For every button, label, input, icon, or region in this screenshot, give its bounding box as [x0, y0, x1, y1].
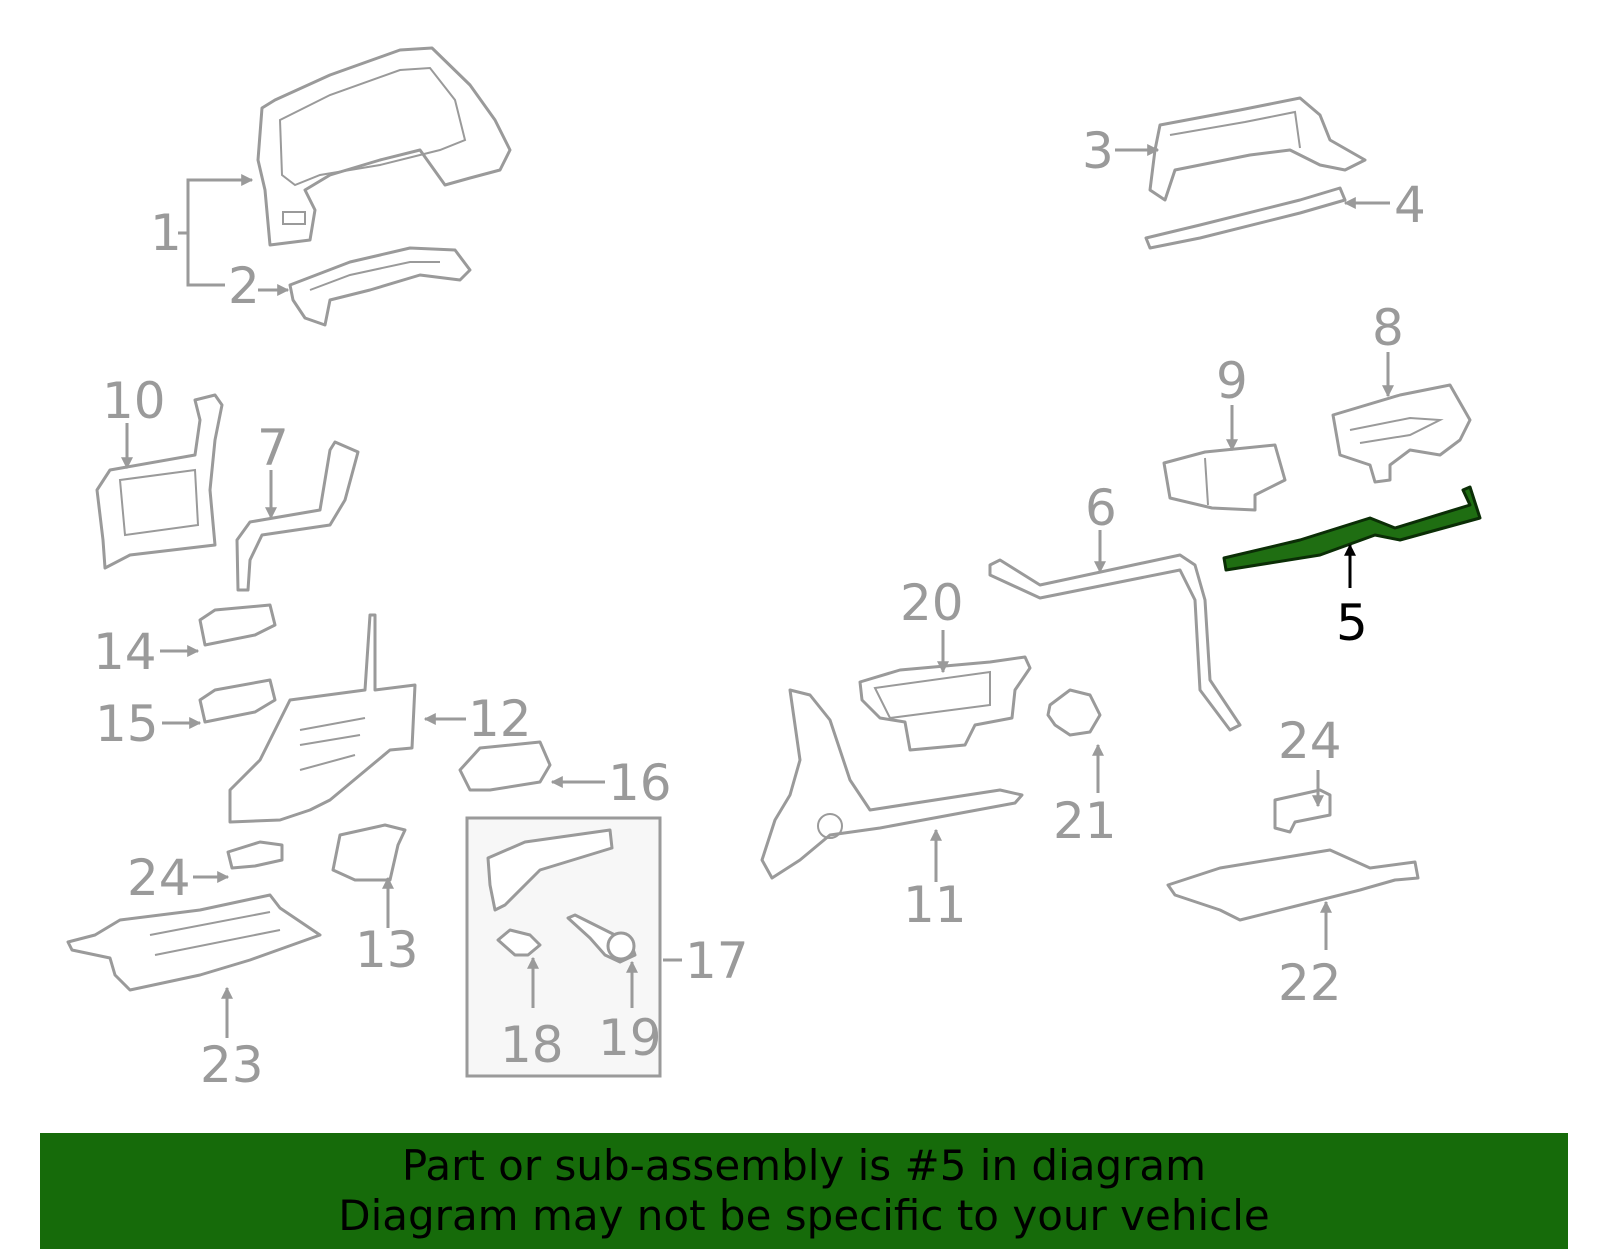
callout-6: 6 — [1085, 479, 1117, 537]
callout-24-upper: 24 — [1278, 712, 1342, 770]
banner-line-2: Diagram may not be specific to your vehi… — [338, 1191, 1270, 1240]
callout-17: 17 — [685, 932, 749, 990]
callout-19: 19 — [598, 1009, 662, 1067]
callout-22: 22 — [1278, 954, 1342, 1012]
callout-7: 7 — [257, 419, 289, 477]
callout-15: 15 — [95, 695, 159, 753]
part-4-shape — [1144, 186, 1347, 250]
callout-3: 3 — [1082, 122, 1114, 180]
callout-9: 9 — [1216, 352, 1248, 410]
callout-8: 8 — [1372, 299, 1404, 357]
part-21-shape — [1046, 688, 1102, 737]
callout-14: 14 — [93, 623, 157, 681]
callout-24-lower: 24 — [127, 849, 191, 907]
callout-5: 5 — [1336, 594, 1368, 652]
callout-20: 20 — [900, 574, 964, 632]
part-20-shape — [858, 655, 1032, 752]
part-16-shape — [458, 740, 552, 792]
part-8-shape — [1331, 383, 1472, 484]
part-2-shape — [288, 246, 472, 327]
callout-10: 10 — [102, 372, 166, 430]
info-banner: Part or sub-assembly is #5 in diagram Di… — [40, 1133, 1568, 1249]
kit-box-17 — [465, 816, 662, 1078]
part-1-shape — [256, 46, 512, 247]
part-23-shape — [66, 893, 322, 992]
callout-21: 21 — [1053, 792, 1117, 850]
callout-4: 4 — [1394, 176, 1426, 234]
banner-line-1: Part or sub-assembly is #5 in diagram — [401, 1141, 1207, 1190]
part-24-shape-upper — [1273, 788, 1332, 834]
part-13-shape — [331, 823, 407, 882]
part-10-shape — [95, 393, 224, 570]
part-3-shape — [1148, 96, 1367, 202]
callout-2: 2 — [228, 257, 260, 315]
part-24-shape-lower — [226, 840, 284, 870]
callout-18: 18 — [500, 1016, 564, 1074]
callout-23: 23 — [200, 1036, 264, 1094]
part-6-shape — [988, 553, 1242, 732]
callout-1: 1 — [150, 204, 182, 262]
callout-12: 12 — [468, 690, 532, 748]
part-12-shape — [228, 613, 417, 824]
callout-labels: 1 2 3 4 5 6 7 8 9 10 11 12 13 14 15 16 1… — [93, 122, 1426, 1094]
callout-13: 13 — [355, 921, 419, 979]
callout-11: 11 — [903, 876, 967, 934]
part-11-shape — [760, 688, 1024, 880]
part-9-shape — [1162, 443, 1287, 512]
part-7-shape — [235, 440, 360, 592]
leader-lines — [121, 144, 1394, 1038]
part-5-shape — [1222, 485, 1482, 572]
part-22-shape — [1166, 848, 1420, 922]
part-14-shape — [198, 603, 277, 647]
callout-16: 16 — [608, 754, 672, 812]
part-15-shape — [198, 678, 277, 724]
